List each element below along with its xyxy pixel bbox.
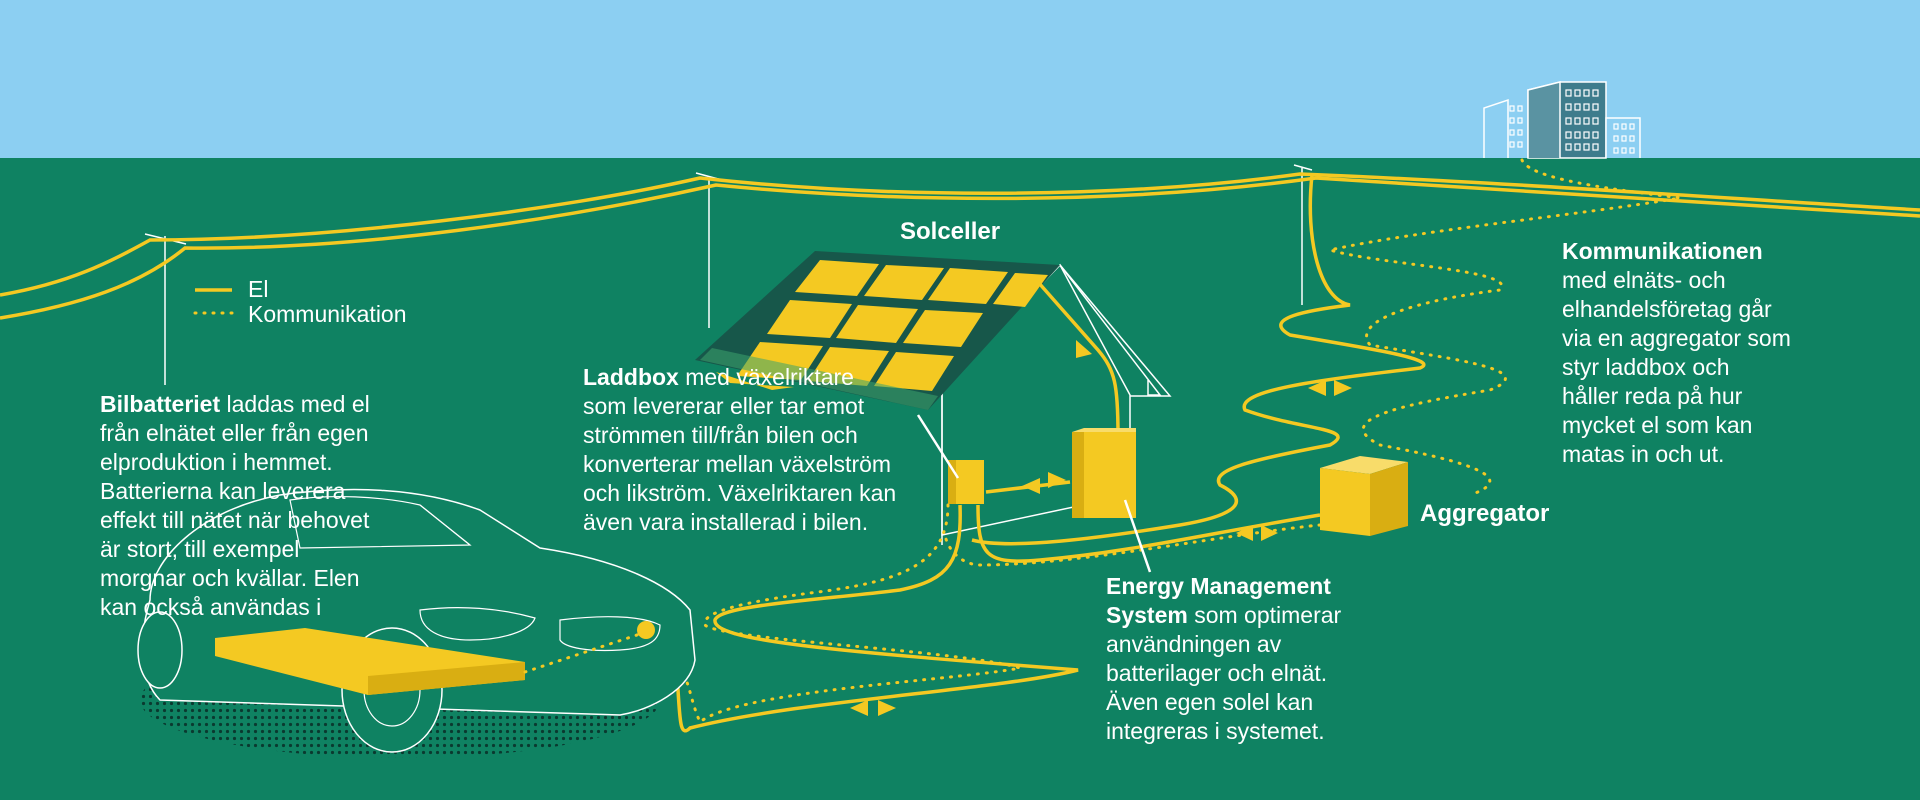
legend-communication: Kommunikation	[248, 301, 407, 327]
electricity-cable-car	[644, 504, 1079, 733]
legend-icons	[193, 288, 234, 315]
solar-label: Solceller	[900, 218, 1001, 245]
legend-electricity: El	[248, 276, 269, 302]
ems-line: batterilager och elnät.	[1106, 660, 1328, 686]
car-battery-line: är stort, till exempel	[100, 536, 300, 562]
ems-line: Även egen solel kan	[1106, 689, 1314, 715]
charger-description: Laddbox med växelriktare som levererar e…	[583, 363, 943, 537]
communication-line: styr laddbox och	[1562, 354, 1730, 380]
charger-title: Laddbox	[583, 364, 679, 390]
charger-line: och likström. Växelriktaren kan	[583, 480, 897, 506]
communication-line: håller reda på hur	[1562, 383, 1743, 409]
car-battery-description: Bilbatteriet laddas med el från elnätet …	[100, 390, 440, 622]
ems-description: Energy Management System som optimerar a…	[1106, 572, 1406, 746]
ems-line: integreras i systemet.	[1106, 718, 1325, 744]
aggregator-label: Aggregator	[1420, 500, 1550, 527]
electricity-cable-ems-aggregator	[976, 504, 1321, 563]
charger-line: med växelriktare	[678, 364, 854, 390]
communication-line-battery	[523, 632, 642, 674]
car-battery-line: effekt till nätet när behovet	[100, 507, 370, 533]
charger-line: även vara installerad i bilen.	[583, 509, 869, 535]
car-battery-line: morgnar och kvällar. Elen	[100, 565, 360, 591]
power-lines	[0, 172, 1920, 320]
pointer-lines	[916, 414, 1152, 573]
charger-line: strömmen till/från bilen och	[583, 422, 858, 448]
charger-box	[948, 460, 984, 504]
car-battery-line: Batterierna kan leverera	[100, 478, 346, 504]
communication-line: mycket el som kan	[1562, 412, 1753, 438]
charger-line: som levererar eller tar emot	[583, 393, 865, 419]
aggregator-box	[1320, 456, 1408, 536]
car-battery-title: Bilbatteriet	[100, 391, 221, 417]
electricity-cable-main	[971, 174, 1426, 546]
city-buildings-icon	[1483, 81, 1641, 159]
communication-line: via en aggregator som	[1562, 325, 1791, 351]
charger-line: konverterar mellan växelström	[583, 451, 892, 477]
communication-line: elhandelsföretag går	[1562, 296, 1772, 322]
bidirectional-arrow-icon	[1022, 472, 1066, 494]
charging-port-icon	[637, 621, 655, 639]
car-battery-line: kan också användas i	[100, 594, 322, 620]
car-icon	[137, 488, 696, 758]
ems-line: användningen av	[1106, 631, 1282, 657]
ems-line: som optimerar	[1187, 602, 1342, 628]
car-battery-line: från elnätet eller från egen	[100, 420, 369, 446]
ems-title: Energy Management	[1106, 573, 1331, 599]
communication-line-car	[638, 503, 1021, 725]
car-battery-line: laddas med el	[220, 391, 370, 417]
communication-line: med elnäts- och	[1562, 267, 1726, 293]
communication-description: Kommunikationen med elnäts- och elhandel…	[1562, 237, 1862, 469]
ems-title: System	[1106, 602, 1188, 628]
electricity-cable-solar	[1036, 280, 1120, 436]
communication-line-grid	[1324, 158, 1681, 497]
communication-title: Kommunikationen	[1562, 238, 1763, 264]
communication-line: matas in och ut.	[1562, 441, 1725, 467]
car-battery-line: elproduktion i hemmet.	[100, 449, 333, 475]
arrow-down-icon	[1076, 340, 1092, 358]
solar-panels-icon	[695, 251, 1060, 410]
